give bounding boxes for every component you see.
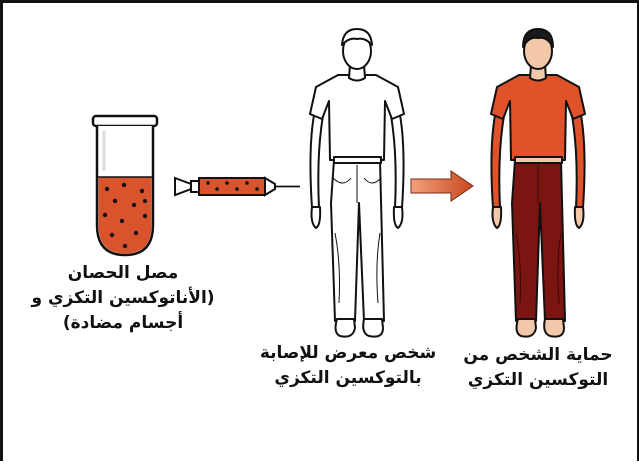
diagram-illustration <box>3 3 639 464</box>
protected-person-figure <box>491 29 585 337</box>
test-tube-icon <box>93 116 157 255</box>
serum-caption: مصل الحصان (الأناتوكسين التكزي و أجسام م… <box>13 261 233 336</box>
syringe-icon <box>175 178 300 195</box>
exposed-person-figure <box>310 29 404 337</box>
exposed-person-caption: شخص معرض للإصابة بالتوكسين التكزي <box>248 341 448 391</box>
serum-caption-line3: أجسام مضادة) <box>13 311 233 336</box>
protected-caption-line2: التوكسين التكزي <box>443 368 633 393</box>
exposed-caption-line1: شخص معرض للإصابة <box>248 341 448 366</box>
right-arrow-icon <box>411 171 473 201</box>
protected-caption-line1: حماية الشخص من <box>443 343 633 368</box>
protected-person-caption: حماية الشخص من التوكسين التكزي <box>443 343 633 393</box>
exposed-caption-line2: بالتوكسين التكزي <box>248 366 448 391</box>
serum-caption-line1: مصل الحصان <box>13 261 233 286</box>
serum-caption-line2: (الأناتوكسين التكزي و <box>13 286 233 311</box>
